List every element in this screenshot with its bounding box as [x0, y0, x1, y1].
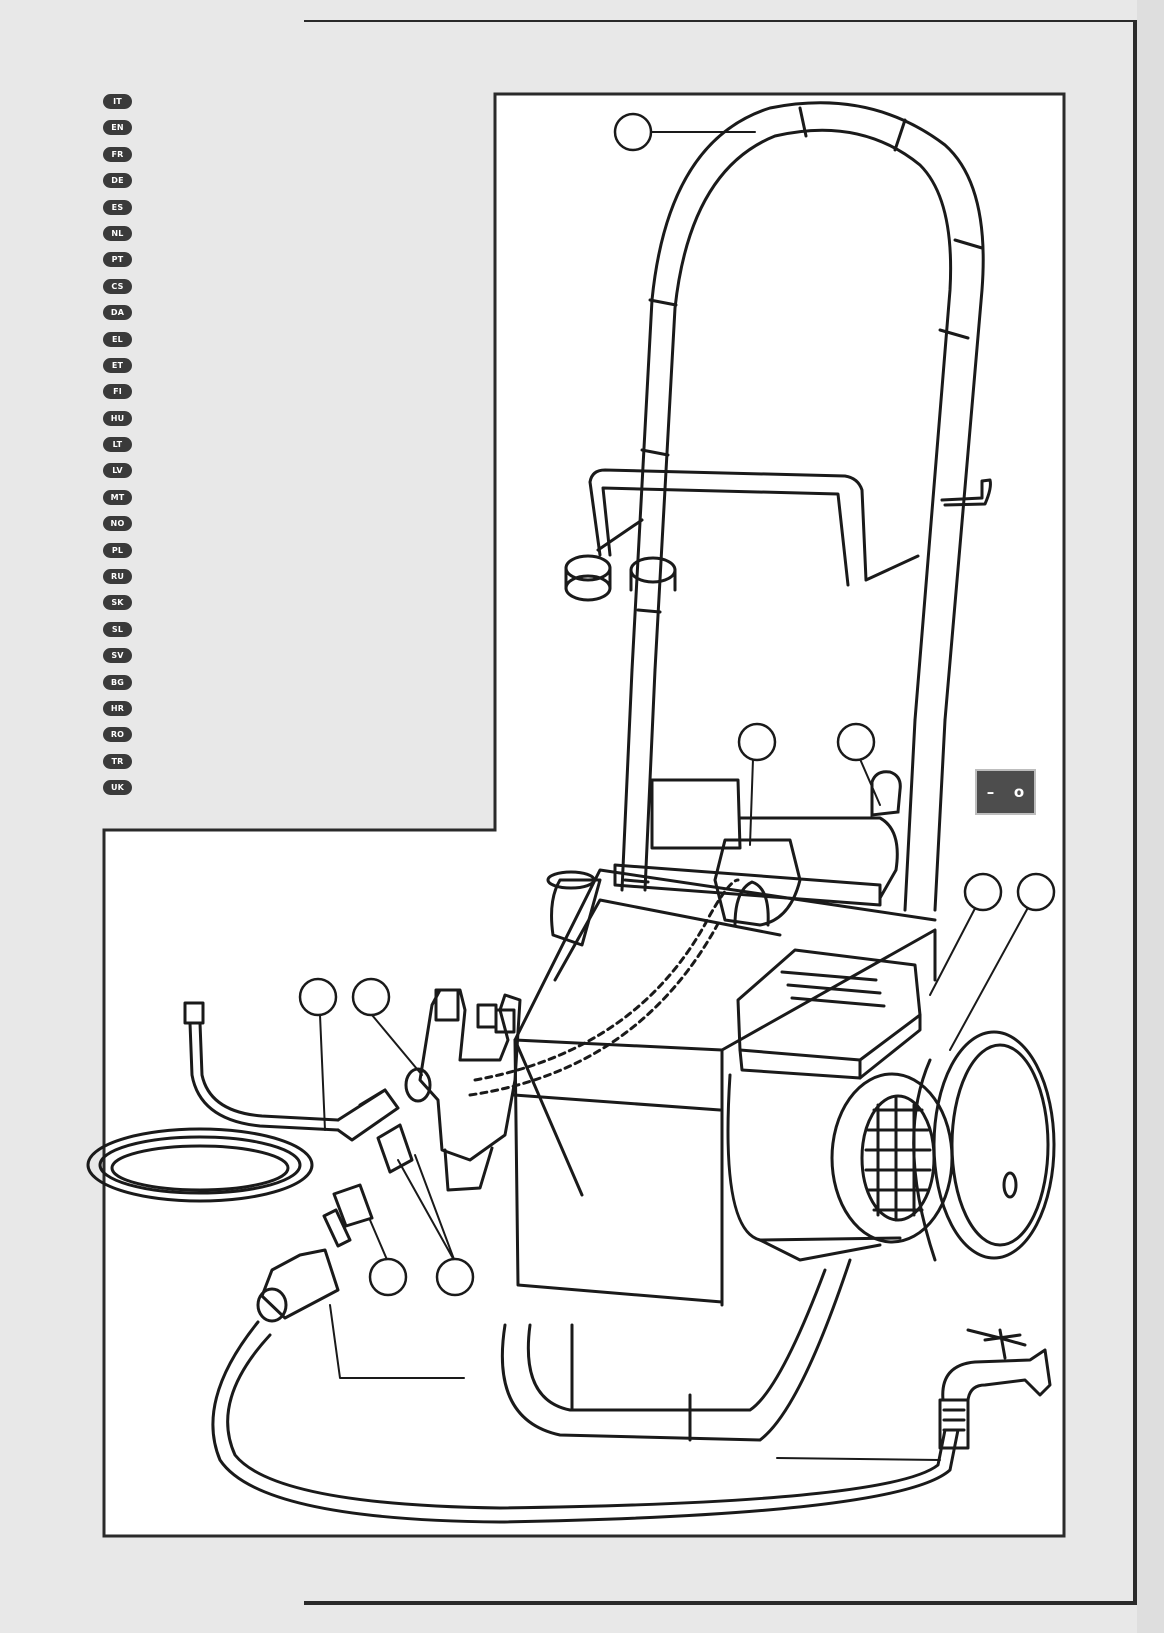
callout-circle-quick-coupling — [370, 1259, 406, 1295]
callout-circle-switch — [965, 874, 1001, 910]
callout-circle-handle — [615, 114, 651, 150]
switch-on-symbol: o — [1014, 783, 1024, 801]
callout-circle-inlet-filter — [437, 1259, 473, 1295]
on-off-switch[interactable]: – o — [975, 769, 1036, 815]
callout-circle-oil-cap — [838, 724, 874, 760]
callout-circle-outlet — [353, 979, 389, 1015]
switch-off-symbol: – — [987, 783, 995, 801]
callout-circle-hose-connection — [739, 724, 775, 760]
callout-circle-cable — [1018, 874, 1054, 910]
diagram-frame — [104, 94, 1064, 1536]
callout-circle-high-pressure-hose — [300, 979, 336, 1015]
